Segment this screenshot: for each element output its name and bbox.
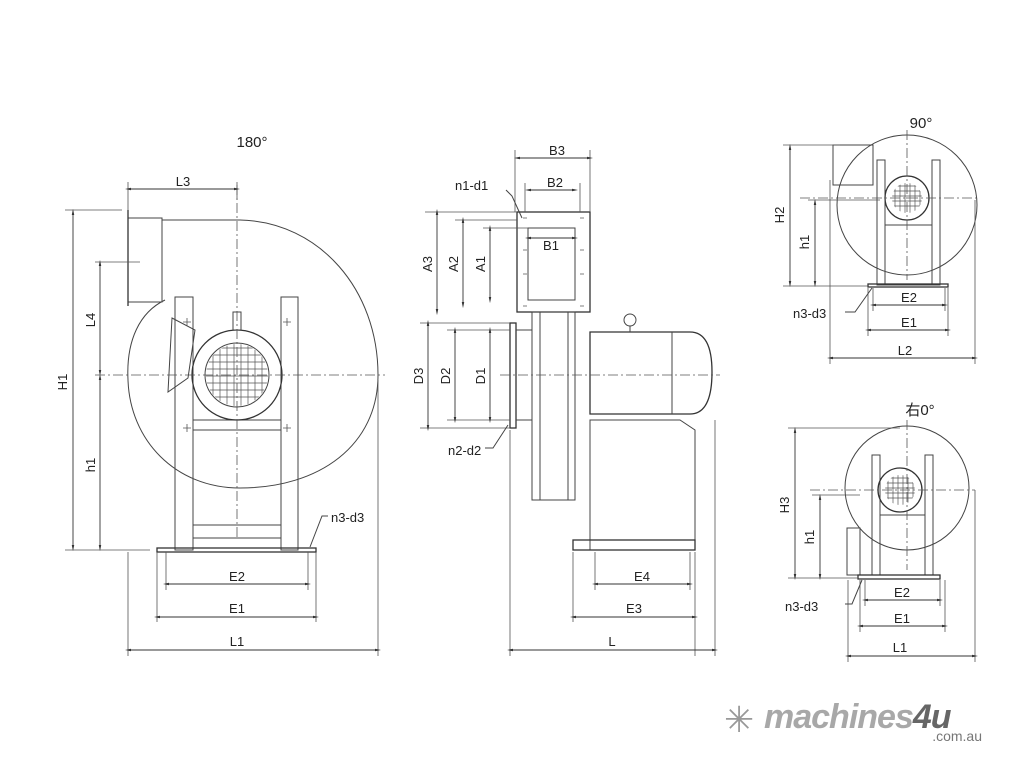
logo-name: machines4u xyxy=(764,698,952,736)
view-right0-title: 右0° xyxy=(905,402,934,419)
view-90-title: 90° xyxy=(910,115,933,132)
side-pedestal xyxy=(589,419,696,551)
dim-B3: B3 xyxy=(549,143,565,158)
dim-H2: H2 xyxy=(772,207,787,224)
dim-L2: L2 xyxy=(898,343,912,358)
snowflake-star-icon: ✳ xyxy=(724,699,755,740)
label-n1-d1: n1-d1 xyxy=(455,178,488,193)
dim-E2: E2 xyxy=(901,290,917,305)
dim-h1: h1 xyxy=(83,458,98,472)
dim-L4: L4 xyxy=(83,313,98,327)
label-n3-d3: n3-d3 xyxy=(331,510,364,525)
dim-L1: L1 xyxy=(230,634,244,649)
frame-post-left xyxy=(174,296,194,551)
dim-E3: E3 xyxy=(626,601,642,616)
dim-h1: h1 xyxy=(797,235,812,249)
dim-B1: B1 xyxy=(543,238,559,253)
label-n2-d2: n2-d2 xyxy=(448,443,481,458)
machines4u-logo: ✳ machines4u .com.au xyxy=(724,698,994,748)
outlet-duct xyxy=(832,144,874,186)
frame-post-right xyxy=(280,296,299,551)
dim-A1: A1 xyxy=(473,256,488,272)
view-90-degree: 90° H2 h1 n3-d3 E2 E1 L2 xyxy=(772,115,980,364)
dim-D1: D1 xyxy=(473,368,488,385)
scroll-housing xyxy=(127,219,379,489)
dim-L: L xyxy=(608,634,615,649)
logo-domain: .com.au xyxy=(932,728,982,744)
dim-h1: h1 xyxy=(802,530,817,544)
pedestal xyxy=(192,429,282,539)
dim-E4: E4 xyxy=(634,569,650,584)
view-side: B3 B2 n1-d1 B1 A3 A2 A1 D3 D2 D1 n2-d2 E… xyxy=(411,143,720,656)
dim-A3: A3 xyxy=(420,256,435,272)
dim-E1: E1 xyxy=(894,611,910,626)
dim-L3: L3 xyxy=(176,174,190,189)
dim-D2: D2 xyxy=(438,368,453,385)
dim-E2: E2 xyxy=(894,585,910,600)
outlet-opening xyxy=(527,227,576,301)
view-180-degree: 180° L3 H1 L4 h1 xyxy=(55,134,385,656)
motor-side xyxy=(589,331,713,415)
logo-name-main: machines xyxy=(764,698,914,736)
logo-name-accent: 4u xyxy=(912,698,952,736)
terminal-box xyxy=(167,317,196,393)
view-180-title: 180° xyxy=(236,134,267,151)
dim-E2: E2 xyxy=(229,569,245,584)
dim-E1: E1 xyxy=(901,315,917,330)
dim-D3: D3 xyxy=(411,368,426,385)
dim-H3: H3 xyxy=(777,497,792,514)
base-plate xyxy=(156,547,317,553)
dim-H1: H1 xyxy=(55,374,70,391)
outlet-duct xyxy=(846,527,861,576)
dim-A2: A2 xyxy=(446,256,461,272)
label-n3-d3: n3-d3 xyxy=(793,306,826,321)
inlet-flange xyxy=(509,322,517,429)
eye-bolt xyxy=(623,313,637,327)
label-n3-d3: n3-d3 xyxy=(785,599,818,614)
fan-casing xyxy=(531,311,576,501)
dim-B2: B2 xyxy=(547,175,563,190)
dim-L1: L1 xyxy=(893,640,907,655)
outlet-duct xyxy=(127,217,163,303)
view-right-0-degree: 右0° H3 h1 n3-d3 E2 E1 L1 xyxy=(777,402,979,662)
dim-E1: E1 xyxy=(229,601,245,616)
